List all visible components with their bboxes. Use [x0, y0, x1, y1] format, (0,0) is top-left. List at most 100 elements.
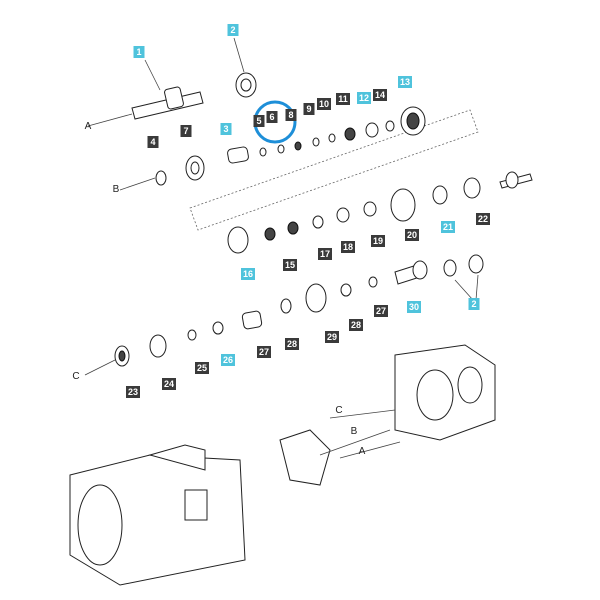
- part-label-text: 29: [327, 332, 337, 342]
- part-label-6: 6: [266, 111, 278, 123]
- part-label-text: 19: [373, 236, 383, 246]
- housing-rear: [69, 444, 246, 586]
- letter-callout-B: B: [351, 426, 358, 437]
- part-label-box: [374, 305, 388, 317]
- part-label-text: 27: [259, 347, 269, 357]
- part-label-box: [285, 338, 299, 350]
- part-label-box: [476, 213, 490, 225]
- part-label-text: 12: [359, 93, 369, 103]
- part-label-text: 16: [243, 269, 253, 279]
- part-label-box: [285, 109, 297, 121]
- part-label-text: 5: [256, 116, 261, 126]
- part-label-text: 21: [443, 222, 453, 232]
- part-label-text: 24: [164, 379, 174, 389]
- part-label-box: [257, 346, 271, 358]
- part-label-box: [441, 221, 455, 233]
- part-label-1: 1: [133, 46, 145, 58]
- part-label-27: 27: [374, 305, 388, 317]
- part-label-text: 2: [230, 25, 235, 35]
- part-label-text: 26: [223, 355, 233, 365]
- part-label-box: [162, 378, 176, 390]
- part-label-text: 7: [183, 126, 188, 136]
- part-label-11: 11: [336, 93, 350, 105]
- part-label-text: 2: [471, 299, 476, 309]
- part-label-23: 23: [126, 386, 140, 398]
- part-label-3: 3: [220, 123, 232, 135]
- part-label-box: [341, 241, 355, 253]
- part-label-text: 22: [478, 214, 488, 224]
- part-label-box: [126, 386, 140, 398]
- part-label-box: [371, 235, 385, 247]
- letter-callout-B: B: [113, 184, 120, 195]
- part-label-text: 1: [136, 47, 141, 57]
- part-label-text: 18: [343, 242, 353, 252]
- part-label-box: [180, 125, 192, 137]
- part-label-29: 29: [325, 331, 339, 343]
- part-label-text: 30: [409, 302, 419, 312]
- part-label-9: 9: [303, 103, 315, 115]
- part-label-box: [266, 111, 278, 123]
- letter-callout-A: A: [85, 121, 92, 132]
- part-label-7: 7: [180, 125, 192, 137]
- part-label-box: [241, 268, 255, 280]
- part-label-box: [253, 115, 265, 127]
- part-label-text: 3: [223, 124, 228, 134]
- part-label-26: 26: [221, 354, 235, 366]
- part-label-text: 9: [306, 104, 311, 114]
- part-label-19: 19: [371, 235, 385, 247]
- part-label-13: 13: [398, 76, 412, 88]
- part-label-text: 25: [197, 363, 207, 373]
- input-shaft: [87, 59, 204, 127]
- part-label-text: 28: [287, 339, 297, 349]
- part-label-text: 17: [320, 249, 330, 259]
- part-label-28: 28: [285, 338, 299, 350]
- part-label-box: [373, 89, 387, 101]
- housing-front: [279, 344, 496, 486]
- row1-parts: [119, 106, 426, 191]
- letter-callout-A: A: [359, 446, 366, 457]
- part-label-17: 17: [318, 248, 332, 260]
- part-label-30: 30: [407, 301, 421, 313]
- part-label-box: [318, 248, 332, 260]
- part-label-15: 15: [283, 259, 297, 271]
- part-label-28: 28: [349, 319, 363, 331]
- part-label-box: [325, 331, 339, 343]
- part-label-box: [147, 136, 159, 148]
- part-label-box: [405, 229, 419, 241]
- part-label-18: 18: [341, 241, 355, 253]
- part-label-box: [407, 301, 421, 313]
- part-label-box: [398, 76, 412, 88]
- part-label-box: [221, 354, 235, 366]
- part-label-text: 20: [407, 230, 417, 240]
- letter-callout-C: C: [335, 405, 342, 416]
- part-label-box: [220, 123, 232, 135]
- part-label-text: 10: [319, 99, 329, 109]
- part-label-10: 10: [317, 98, 331, 110]
- part-label-21: 21: [441, 221, 455, 233]
- part-label-8: 8: [285, 109, 297, 121]
- part-label-4: 4: [147, 136, 159, 148]
- part-label-27: 27: [257, 346, 271, 358]
- part-label-text: 11: [338, 94, 348, 104]
- part-label-text: 13: [400, 77, 410, 87]
- part-label-text: 27: [376, 306, 386, 316]
- output-shaft-small: [499, 171, 533, 189]
- part-label-box: [357, 92, 371, 104]
- part-label-box: [336, 93, 350, 105]
- bearing-top: [233, 37, 257, 98]
- part-label-14: 14: [373, 89, 387, 101]
- part-label-box: [317, 98, 331, 110]
- part-label-text: 28: [351, 320, 361, 330]
- part-label-box: [303, 103, 315, 115]
- row3-parts: [394, 254, 484, 301]
- part-label-5: 5: [253, 115, 265, 127]
- part-label-2: 2: [227, 24, 239, 36]
- part-label-box: [468, 298, 480, 310]
- part-label-25: 25: [195, 362, 209, 374]
- part-label-16: 16: [241, 268, 255, 280]
- part-label-text: 23: [128, 387, 138, 397]
- part-label-text: 14: [375, 90, 385, 100]
- part-label-20: 20: [405, 229, 419, 241]
